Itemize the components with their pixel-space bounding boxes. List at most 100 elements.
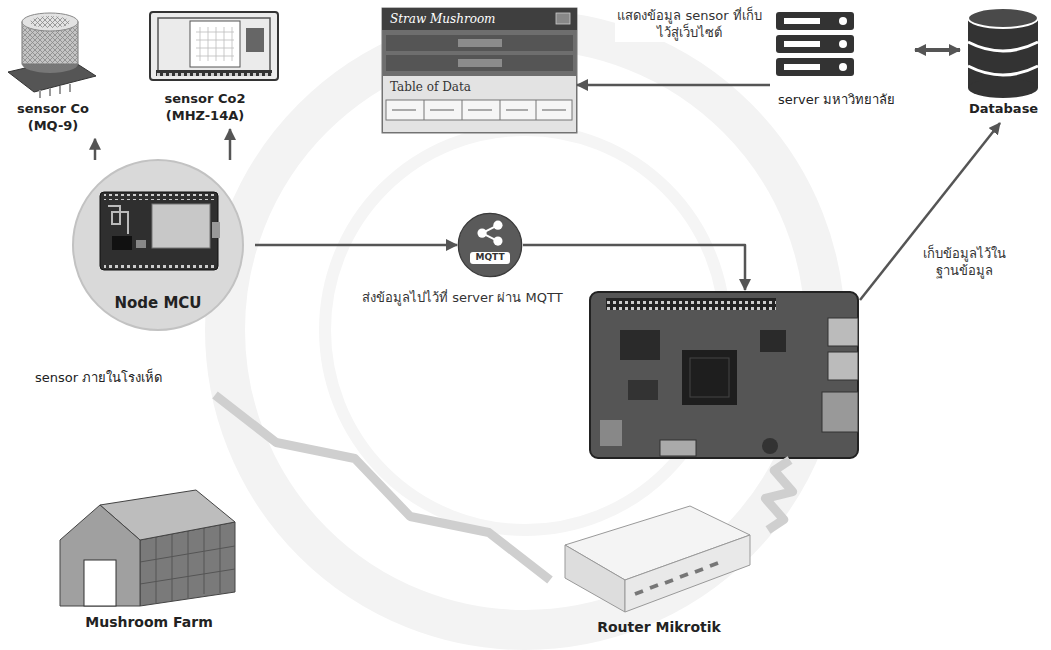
database-art — [968, 66, 1038, 75]
router-art — [565, 506, 750, 612]
gateway-board-art — [590, 292, 858, 458]
flow-arrow — [94, 139, 97, 160]
co2-sensor-art — [156, 70, 272, 76]
website-screenshot-art — [386, 55, 573, 71]
node-text: MQTT — [470, 252, 510, 264]
node-text: Mushroom Farm — [49, 613, 249, 631]
share-icon — [477, 221, 502, 246]
mqtt-broker: MQTT — [457, 212, 523, 278]
flow-arrow — [577, 84, 770, 87]
co2-sensor-art — [150, 12, 278, 80]
co-sensor-art — [8, 13, 96, 98]
gateway-board-art — [600, 420, 622, 446]
gateway-board-art — [762, 438, 778, 454]
database: Database — [960, 5, 1046, 123]
wireless-link — [765, 460, 792, 530]
flow-arrow — [255, 244, 457, 247]
website-screenshot-art — [458, 39, 502, 47]
co2-sensor-art — [246, 28, 264, 52]
server-stack-art — [839, 17, 847, 25]
broker-circle — [457, 212, 523, 278]
wireless-link — [215, 395, 550, 580]
nodemcu-board: Node MCU sensor ภายในโรงเห็ด — [30, 160, 255, 395]
mushroom-house-art — [60, 490, 235, 606]
node-text: Node MCU — [73, 294, 243, 314]
website-screenshot-art — [556, 13, 570, 24]
co2-sensor: sensor Co2 (MHZ-14A) — [145, 5, 285, 129]
gateway-board-art — [620, 330, 660, 360]
website-screenshot-art — [383, 76, 576, 132]
nodemcu-art — [152, 204, 210, 248]
website-screenshot-art — [458, 59, 502, 67]
website-screenshot-art — [386, 100, 572, 120]
gateway-board-art — [628, 380, 658, 400]
mushroom-house: Mushroom Farm — [45, 495, 253, 637]
gas-sensor: sensor Co (MQ-9) — [5, 5, 105, 139]
gateway-board-art — [606, 298, 776, 310]
server-stack-art — [776, 35, 854, 53]
nodemcu-art — [73, 160, 243, 330]
co2-sensor-art — [196, 27, 234, 61]
website-screenshot-art — [382, 8, 577, 133]
co-sensor-art — [30, 16, 70, 28]
co2-sensor-art — [158, 18, 270, 74]
share-icon — [493, 221, 502, 230]
server-stack-art — [776, 12, 854, 76]
co2-sensor-art — [190, 21, 240, 67]
database-art — [968, 8, 1038, 28]
router-art — [635, 563, 718, 594]
co-sensor-art — [40, 84, 70, 98]
gateway-board-art — [828, 352, 858, 380]
flow-arrow — [915, 48, 960, 52]
mushroom-house-art — [84, 560, 116, 606]
website-screenshot-art — [386, 35, 573, 51]
flow-arrow — [229, 129, 232, 160]
router-art — [565, 545, 625, 612]
gateway-board-art — [682, 350, 737, 405]
gateway-board-art — [606, 298, 776, 310]
database-art — [968, 78, 1038, 98]
server-stack-art — [784, 64, 820, 70]
router-art — [625, 535, 750, 612]
server-stack-art — [784, 41, 820, 47]
website-screenshot-art — [392, 109, 566, 111]
note-label: ส่งข้อมูลไปไว้ที่ server ผ่าน MQTT — [360, 290, 565, 307]
node-text: sensor Co2 (MHZ-14A) — [155, 91, 255, 125]
edge-label: เก็บข้อมูลไว้ใน ฐานข้อมูล — [912, 246, 1016, 280]
node-text: Router Mikrotik — [554, 618, 764, 636]
server-stack: server มหาวิทยาลัย — [770, 8, 915, 114]
co2-sensor-art — [156, 70, 272, 76]
nodemcu-art — [212, 222, 220, 238]
broker-circle — [458, 213, 521, 276]
nodemcu-art — [136, 240, 146, 248]
share-icon — [477, 229, 486, 238]
website-screenshot-art — [382, 8, 577, 30]
gateway-board-art — [590, 292, 858, 458]
node-text: Straw Mushroom — [390, 12, 496, 28]
share-icon — [493, 236, 502, 245]
nodemcu-art — [108, 206, 128, 234]
edge-label: แสดงข้อมูล sensor ที่เก็บไว้สู่เว็บไซต์ — [615, 8, 764, 42]
gateway-board-art — [660, 440, 696, 456]
server-stack-art — [839, 63, 847, 71]
flow-arrow — [523, 245, 745, 290]
database-art — [968, 42, 1038, 51]
wifi-router: Router Mikrotik — [550, 500, 768, 640]
gateway-board-art — [690, 358, 729, 397]
node-text: sensor Co (MQ-9) — [13, 101, 93, 135]
nodemcu-art — [104, 194, 214, 200]
nodemcu-art — [100, 192, 218, 270]
node-text: sensor ภายในโรงเห็ด — [35, 370, 162, 387]
co2-sensor-art — [150, 12, 278, 80]
website-screen: Straw MushroomTable of Data — [382, 8, 577, 133]
nodemcu-art — [112, 236, 132, 250]
gateway-board — [590, 290, 860, 460]
server-stack-art — [839, 40, 847, 48]
node-text: server มหาวิทยาลัย — [778, 92, 895, 109]
gateway-board-art — [822, 392, 858, 432]
nodemcu-art — [73, 160, 243, 330]
website-screenshot-art — [382, 8, 577, 133]
server-stack-art — [784, 18, 820, 24]
